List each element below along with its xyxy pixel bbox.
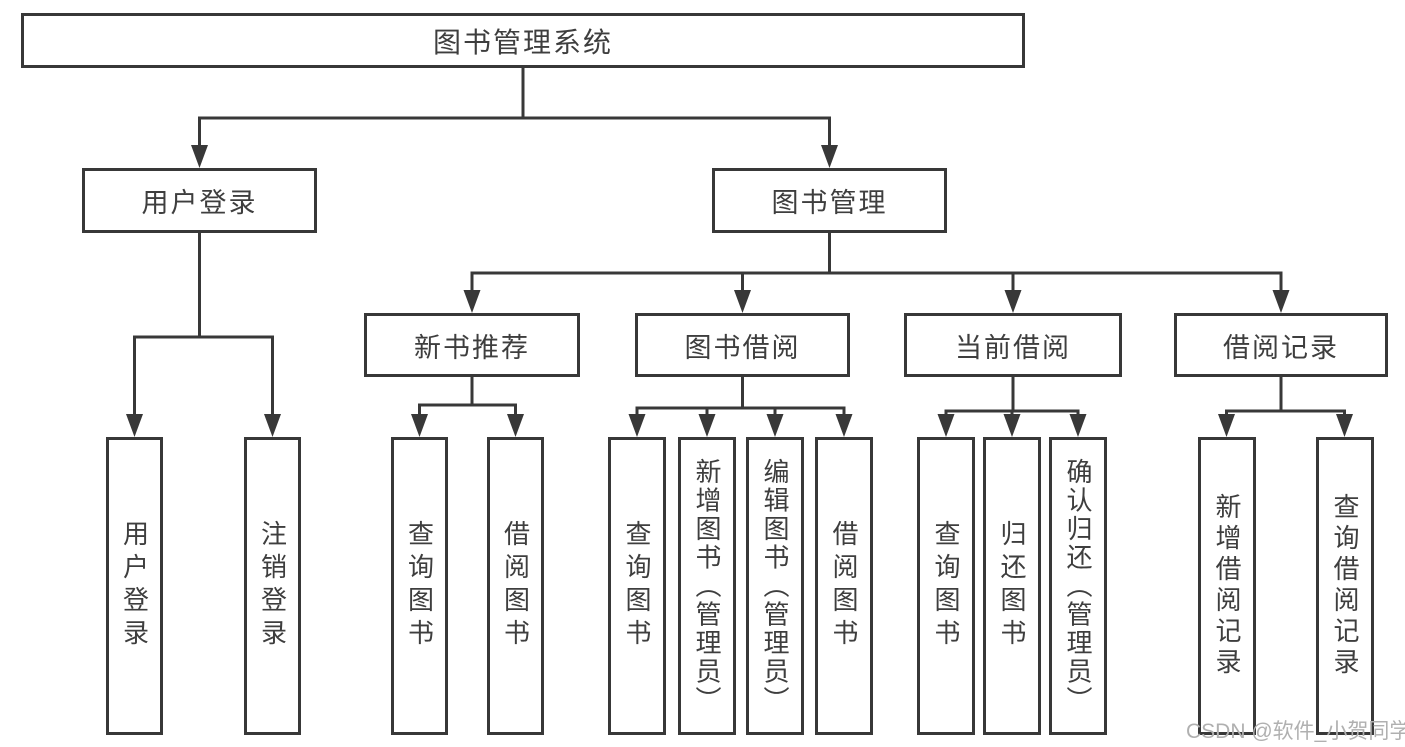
leaf-query-books-borrow-label: 查询图书 [622,520,652,652]
leaf-logout: 注销登录 [244,437,301,735]
leaf-confirm-return-admin: 确认归还（管理员） [1049,437,1107,735]
node-library-management-system-label: 图书管理系统 [432,26,613,58]
node-book-management-label: 图书管理 [771,188,888,218]
leaf-return-books: 归还图书 [983,437,1041,735]
leaf-return-books-label: 归还图书 [997,520,1027,652]
leaf-borrow-books-label: 借阅图书 [829,520,859,652]
node-user-login-label: 用户登录 [141,188,258,218]
leaf-borrow-books-recommend-label: 借阅图书 [500,520,531,652]
leaf-add-books-admin-label: 新增图书（管理员） [692,457,722,715]
node-book-borrowing-label: 图书借阅 [684,332,801,363]
leaf-user-login-label: 用户登录 [119,520,150,652]
leaf-edit-books-admin: 编辑图书（管理员） [746,437,804,735]
node-current-borrowing-label: 当前借阅 [955,332,1071,363]
node-library-management-system: 图书管理系统 [21,13,1025,68]
arrowheads [126,145,1353,437]
node-new-book-recommendation-label: 新书推荐 [414,332,530,363]
csdn-watermark: CSDN @软件_小贺同学 [1186,720,1405,743]
leaf-query-borrow-record-label: 查询借阅记录 [1330,493,1360,679]
leaf-query-borrow-record: 查询借阅记录 [1316,437,1374,735]
leaf-query-books-borrow: 查询图书 [608,437,666,735]
leaf-query-books-current: 查询图书 [917,437,975,735]
leaf-query-books-recommend: 查询图书 [391,437,448,735]
leaf-borrow-books-recommend: 借阅图书 [487,437,544,735]
node-user-login: 用户登录 [82,168,317,233]
leaf-add-borrow-record: 新增借阅记录 [1198,437,1256,735]
leaf-edit-books-admin-label: 编辑图书（管理员） [760,457,790,715]
leaf-user-login: 用户登录 [106,437,163,735]
leaf-query-books-current-label: 查询图书 [931,520,961,652]
node-borrowing-records-label: 借阅记录 [1223,332,1339,363]
node-current-borrowing: 当前借阅 [904,313,1122,377]
leaf-query-books-recommend-label: 查询图书 [404,520,435,652]
node-borrowing-records: 借阅记录 [1174,313,1388,377]
leaf-add-borrow-record-label: 新增借阅记录 [1212,493,1242,679]
node-book-borrowing: 图书借阅 [635,313,850,377]
node-book-management: 图书管理 [712,168,947,233]
leaf-add-books-admin: 新增图书（管理员） [678,437,736,735]
node-new-book-recommendation: 新书推荐 [364,313,580,377]
leaf-confirm-return-admin-label: 确认归还（管理员） [1063,457,1093,715]
leaf-borrow-books: 借阅图书 [815,437,873,735]
leaf-logout-label: 注销登录 [257,520,288,652]
